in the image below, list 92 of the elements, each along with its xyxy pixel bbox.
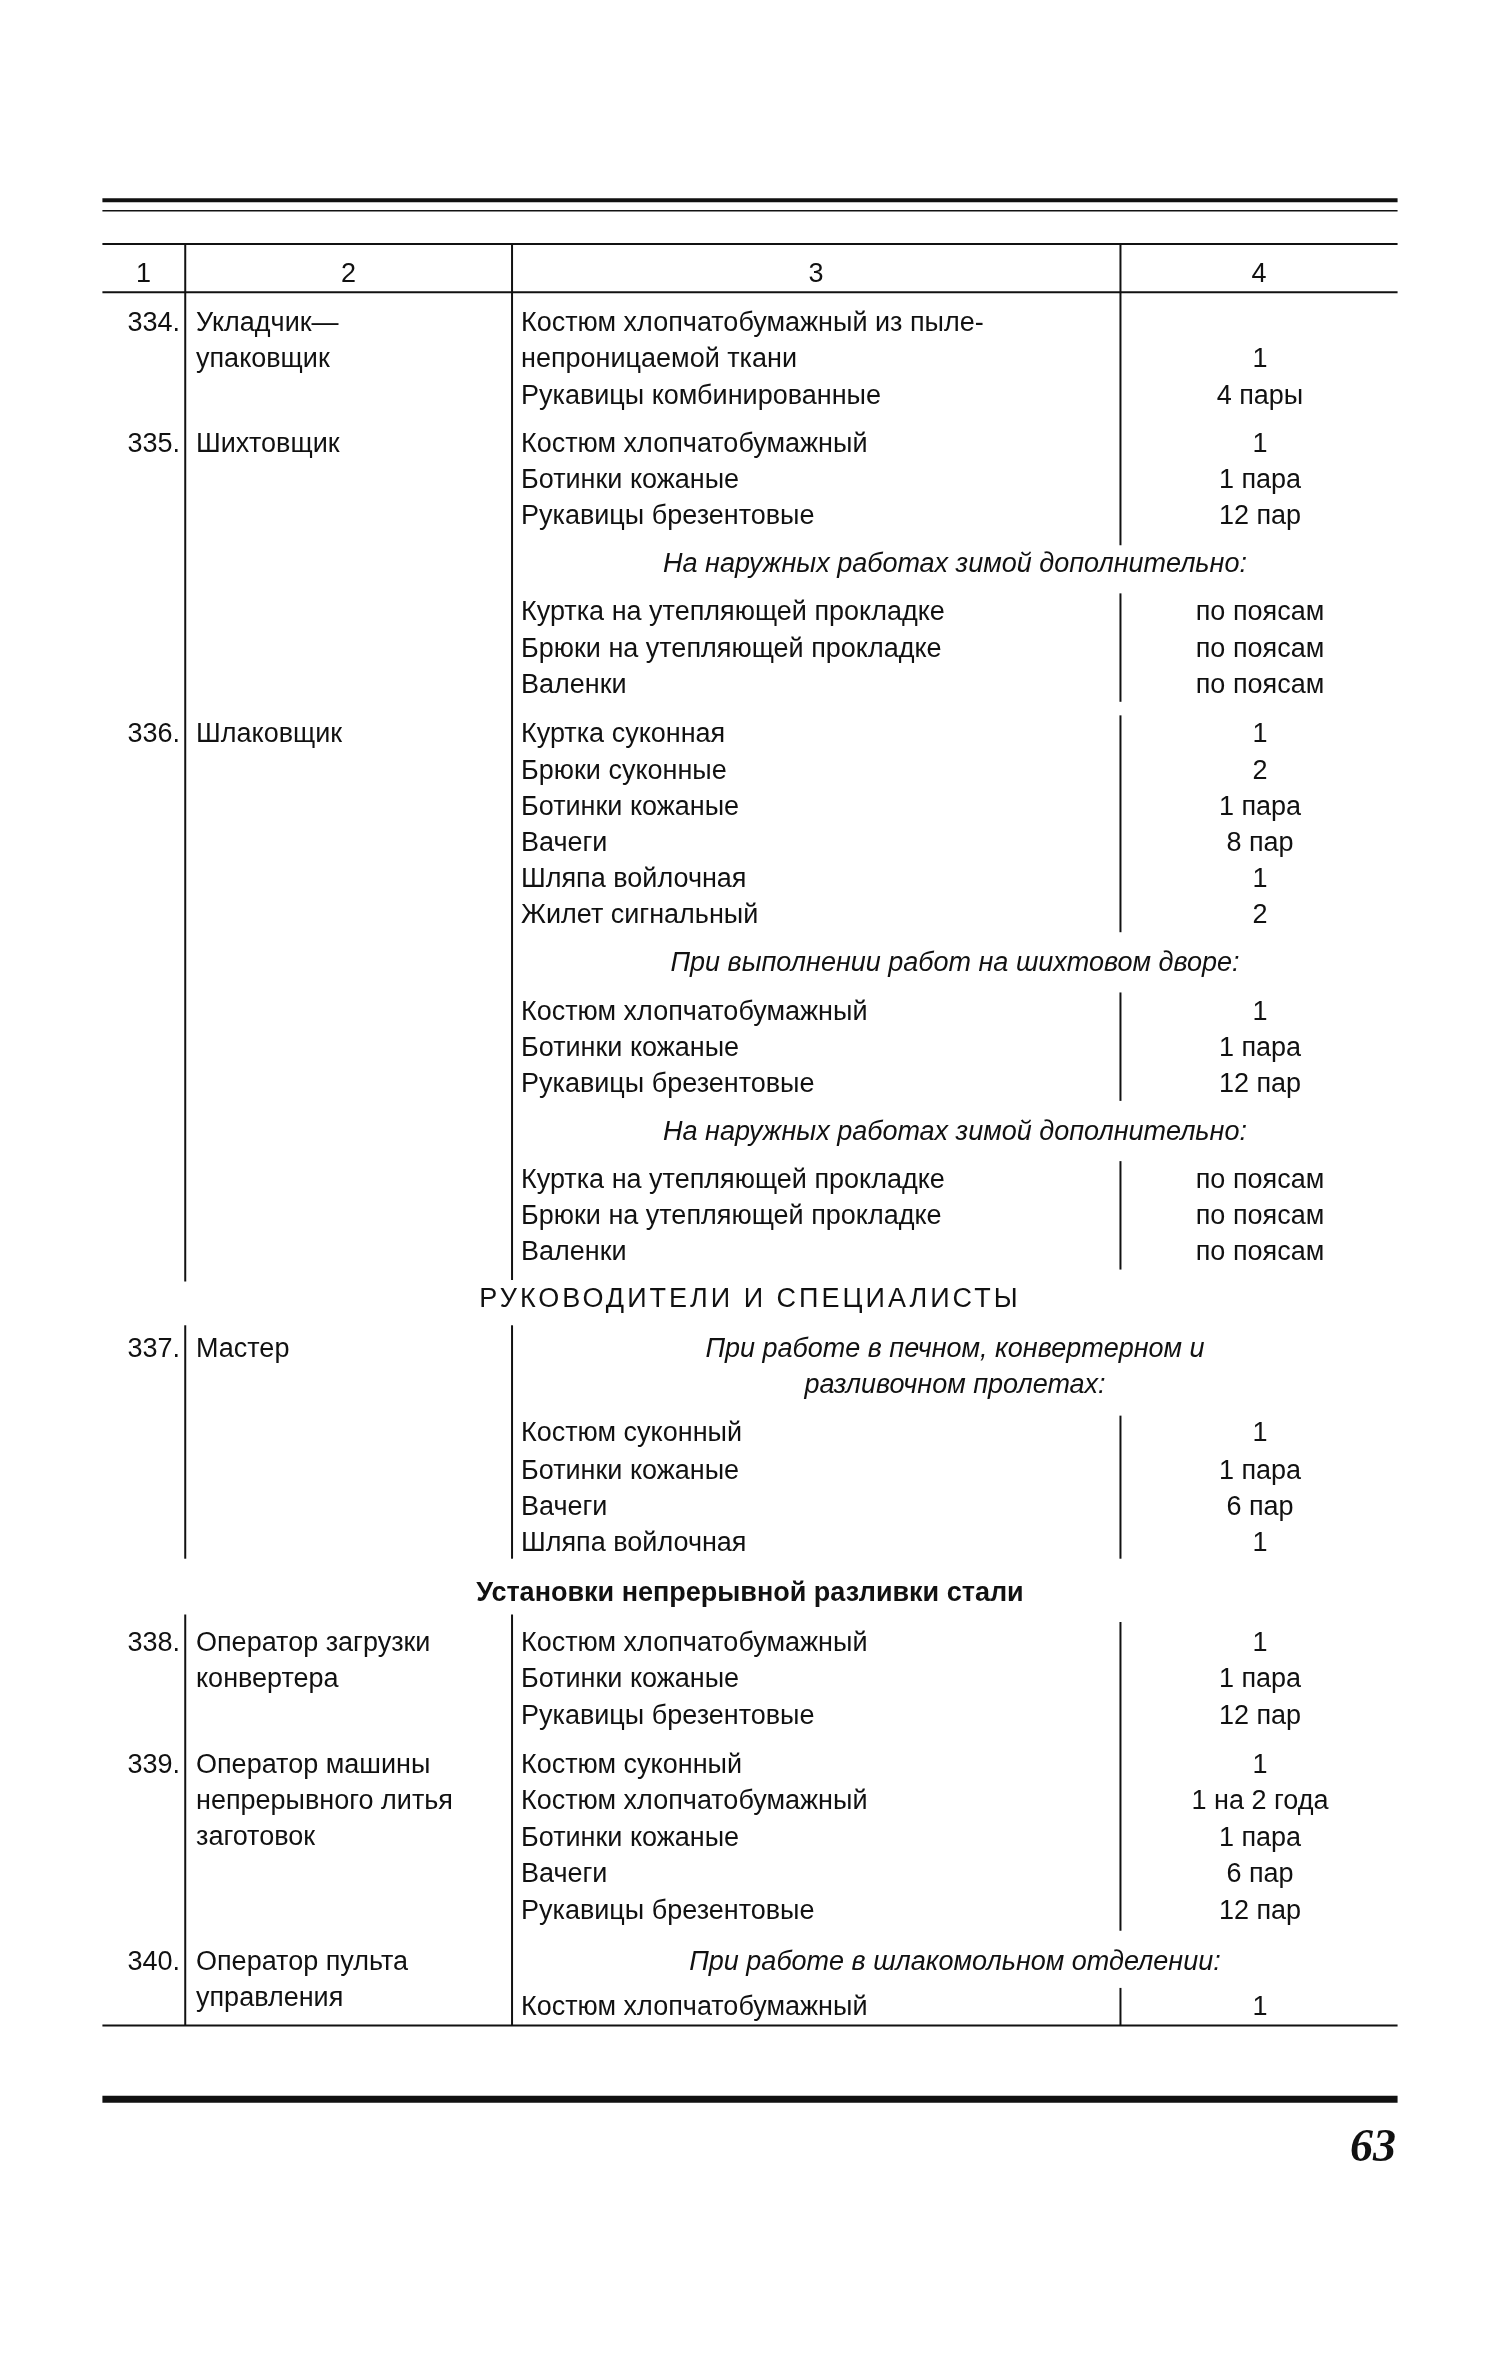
item-name: Рукавицы брезентовые <box>521 1893 816 1927</box>
quantity: 1 <box>1251 994 1269 1028</box>
item-name: Ботинки кожаные <box>521 1453 741 1487</box>
item-name: Валенки <box>521 667 628 701</box>
quantity: 1 <box>1251 1990 1269 2023</box>
item-name: Рукавицы брезентовые <box>521 499 816 533</box>
section-note: При выполнении работ на шихтовом дворе: <box>669 946 1241 980</box>
quantity: по поясам <box>1194 595 1326 629</box>
quantity: 12 пар <box>1217 1066 1303 1100</box>
row-number: 337. <box>126 1331 180 1365</box>
item-name: Ботинки кожаные <box>521 462 741 496</box>
item-name: Брюки суконные <box>521 753 728 787</box>
column-number: 4 <box>1250 256 1268 290</box>
item-name: Костюм суконный <box>521 1416 744 1450</box>
quantity: 6 пар <box>1225 1490 1295 1523</box>
quantity: 12 пар <box>1217 499 1303 533</box>
quantity: 1 <box>1251 426 1269 460</box>
quantity: 12 пар <box>1217 1699 1303 1733</box>
quantity: 1 пара <box>1217 1821 1303 1855</box>
item-name: Шляпа войлочная <box>521 1526 748 1560</box>
quantity: по поясам <box>1194 1163 1326 1197</box>
job-title: Шлаковщик <box>196 717 344 751</box>
section-note: На наружных работах зимой дополнительно: <box>662 547 1248 581</box>
item-name: Жилет сигнальный <box>521 898 760 932</box>
item-name: Ботинки кожаные <box>521 1661 741 1695</box>
item-name: Костюм хлопчатобумажный <box>521 426 869 460</box>
quantity: 2 <box>1251 753 1269 787</box>
item-name: Вачеги <box>521 1857 609 1891</box>
item-name: Брюки на утепляющей прокладке <box>521 1199 943 1233</box>
item-name: Рукавицы брезентовые <box>521 1066 816 1100</box>
column-number: 2 <box>340 256 357 290</box>
section-note: На наружных работах зимой дополнительно: <box>662 1115 1248 1148</box>
quantity: 1 пара <box>1217 1453 1303 1487</box>
quantity: 1 пара <box>1217 1661 1303 1695</box>
item-name: Костюм хлопчатобумажный из пыле- непроницаемой ткани <box>521 306 985 376</box>
job-title: Оператор пульта управления <box>196 1944 409 2014</box>
item-name: Ботинки кожаные <box>521 789 741 823</box>
item-name: Рукавицы брезентовые <box>521 1699 816 1733</box>
quantity: 1 <box>1251 342 1269 376</box>
quantity: 12 пар <box>1217 1893 1303 1927</box>
item-name: Валенки <box>521 1235 628 1269</box>
row-number: 338. <box>126 1625 180 1659</box>
row-number: 339. <box>126 1747 180 1781</box>
quantity: 1 на 2 года <box>1190 1783 1330 1817</box>
quantity: по поясам <box>1194 631 1326 665</box>
job-title: Оператор машины непрерывного литья заготовок <box>196 1747 454 1853</box>
quantity: по поясам <box>1194 667 1326 701</box>
item-name: Шляпа войлочная <box>521 862 748 895</box>
quantity: 8 пар <box>1225 825 1295 859</box>
row-number: 340. <box>126 1944 180 1978</box>
column-number: 3 <box>807 256 825 290</box>
column-number: 1 <box>135 256 152 290</box>
item-name: Костюм хлопчатобумажный <box>521 994 869 1028</box>
item-name: Костюм хлопчатобумажный <box>521 1625 869 1659</box>
section-note: При работе в шлакомольном отделении: <box>688 1944 1222 1978</box>
row-number: 336. <box>126 717 180 751</box>
quantity: 1 пара <box>1217 1030 1303 1064</box>
quantity: 4 пары <box>1215 378 1305 412</box>
job-title: Шихтовщик <box>196 426 341 460</box>
item-name: Костюм хлопчатобумажный <box>521 1990 869 2023</box>
quantity: 1 <box>1251 1747 1269 1781</box>
quantity: 1 пара <box>1217 789 1303 823</box>
item-name: Вачеги <box>521 825 609 859</box>
quantity: 1 <box>1251 862 1269 895</box>
quantity: 1 <box>1251 1416 1269 1450</box>
row-number: 335. <box>126 426 180 460</box>
quantity: 1 <box>1251 1526 1269 1560</box>
item-name: Брюки на утепляющей прокладке <box>521 631 943 665</box>
row-number: 334. <box>126 306 180 340</box>
quantity: по поясам <box>1194 1199 1326 1233</box>
item-name: Костюм хлопчатобумажный <box>521 1783 869 1817</box>
quantity: 1 <box>1251 717 1269 751</box>
item-name: Куртка на утепляющей прокладке <box>521 595 946 629</box>
job-title: Оператор загрузки конвертера <box>196 1625 432 1695</box>
subsection-heading: Установки непрерывной разливки стали <box>475 1575 1025 1609</box>
item-name: Ботинки кожаные <box>521 1821 741 1855</box>
quantity: 2 <box>1251 898 1269 932</box>
job-title: Укладчик— упаковщик <box>196 306 340 376</box>
quantity: 1 <box>1251 1625 1269 1659</box>
item-name: Костюм суконный <box>521 1747 744 1781</box>
page-number: 63 <box>1349 2120 1396 2173</box>
item-name: Куртка суконная <box>521 717 727 751</box>
section-heading: РУКОВОДИТЕЛИ И СПЕЦИАЛИСТЫ <box>478 1282 1022 1316</box>
item-name: Ботинки кожаные <box>521 1030 741 1064</box>
quantity: 1 пара <box>1217 462 1303 496</box>
section-note: При работе в печном, конвертерном и разливочном пролетах: <box>704 1331 1206 1401</box>
item-name: Вачеги <box>521 1490 609 1523</box>
quantity: 6 пар <box>1225 1857 1295 1891</box>
item-name: Куртка на утепляющей прокладке <box>521 1163 946 1197</box>
quantity: по поясам <box>1194 1235 1326 1269</box>
item-name: Рукавицы комбинированные <box>521 378 882 412</box>
job-title: Мастер <box>196 1331 291 1365</box>
